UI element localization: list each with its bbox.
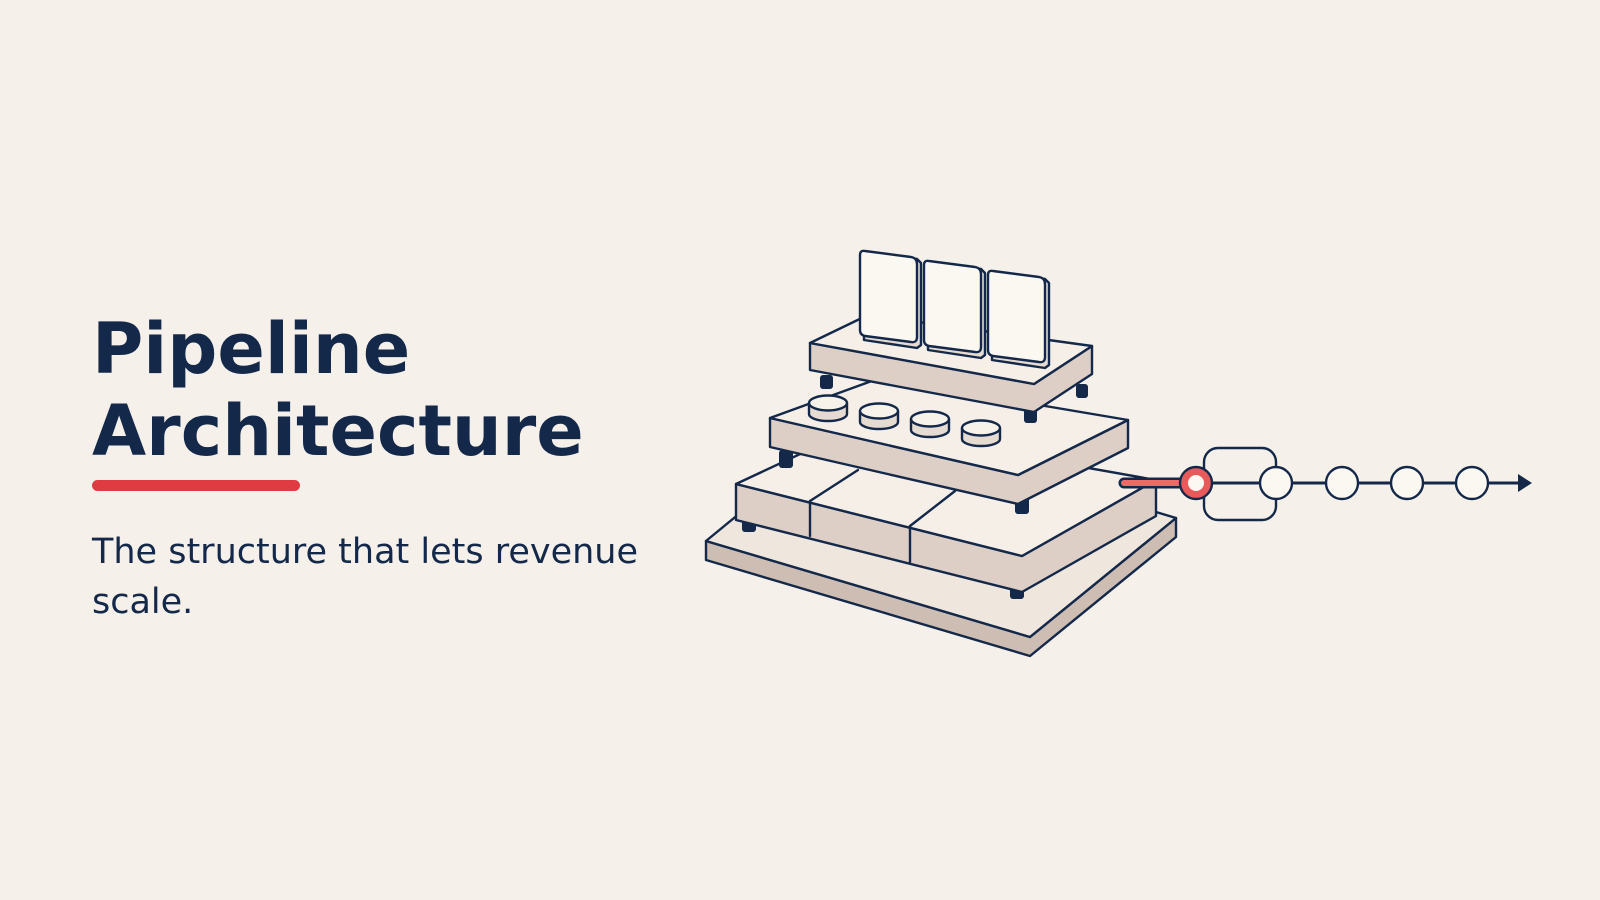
subtitle: The structure that lets revenue scale. <box>92 532 639 622</box>
title-underline <box>92 480 300 491</box>
disc-layer <box>768 376 1130 514</box>
card <box>986 269 1051 370</box>
output-node <box>1324 465 1360 501</box>
output-node <box>1389 465 1425 501</box>
support-leg <box>820 375 833 389</box>
disc <box>858 402 900 431</box>
card <box>922 259 987 360</box>
title-block: Pipeline Architecture The structure that… <box>92 308 692 627</box>
card-layer <box>808 249 1094 423</box>
output-node <box>1454 465 1490 501</box>
disc <box>960 419 1002 448</box>
arrow-head-icon <box>1518 474 1532 492</box>
disc <box>807 394 849 423</box>
title-line-1: Pipeline <box>92 308 411 390</box>
card <box>858 249 923 350</box>
support-leg <box>1076 384 1088 398</box>
output-node <box>1258 465 1294 501</box>
page-title: Pipeline Architecture <box>92 308 692 472</box>
title-line-2: Architecture <box>92 390 584 472</box>
support-leg <box>779 450 793 468</box>
output-pipeline <box>1118 446 1532 522</box>
disc <box>909 410 951 439</box>
